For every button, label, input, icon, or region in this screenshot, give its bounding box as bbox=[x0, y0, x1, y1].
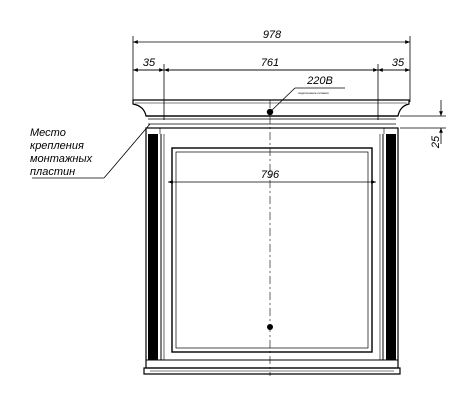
top-height-dimension: 25 bbox=[400, 100, 446, 149]
mount-label-line2: крепления bbox=[30, 140, 84, 152]
total-width-label: 978 bbox=[263, 29, 282, 41]
power-note: подключение питания bbox=[298, 91, 329, 95]
mount-plate-note: Место крепления монтажных пластин bbox=[30, 123, 151, 179]
left-pilaster bbox=[148, 134, 158, 360]
right-pilaster bbox=[386, 134, 396, 360]
side-left-label: 35 bbox=[143, 57, 156, 69]
mount-label-line1: Место bbox=[30, 127, 66, 139]
power-label: 220В bbox=[306, 75, 333, 87]
mount-label-line3: монтажных bbox=[30, 153, 93, 165]
inner-width-label: 761 bbox=[261, 57, 279, 69]
cabinet-body bbox=[143, 127, 401, 375]
total-width-dimension: 978 bbox=[132, 29, 411, 102]
side-right-label: 35 bbox=[392, 57, 405, 69]
segment-dimensions: 35 761 35 bbox=[133, 57, 410, 120]
mirror-width-label: 796 bbox=[261, 169, 280, 181]
mount-label-line4: пластин bbox=[30, 166, 75, 178]
mirror-panel bbox=[171, 100, 373, 376]
switch-sensor-icon bbox=[267, 324, 273, 330]
cornice bbox=[132, 99, 410, 134]
mirror-width-dimension: 796 bbox=[168, 169, 376, 184]
top-height-label: 25 bbox=[430, 135, 442, 149]
power-connection: 220В подключение питания bbox=[266, 75, 345, 116]
